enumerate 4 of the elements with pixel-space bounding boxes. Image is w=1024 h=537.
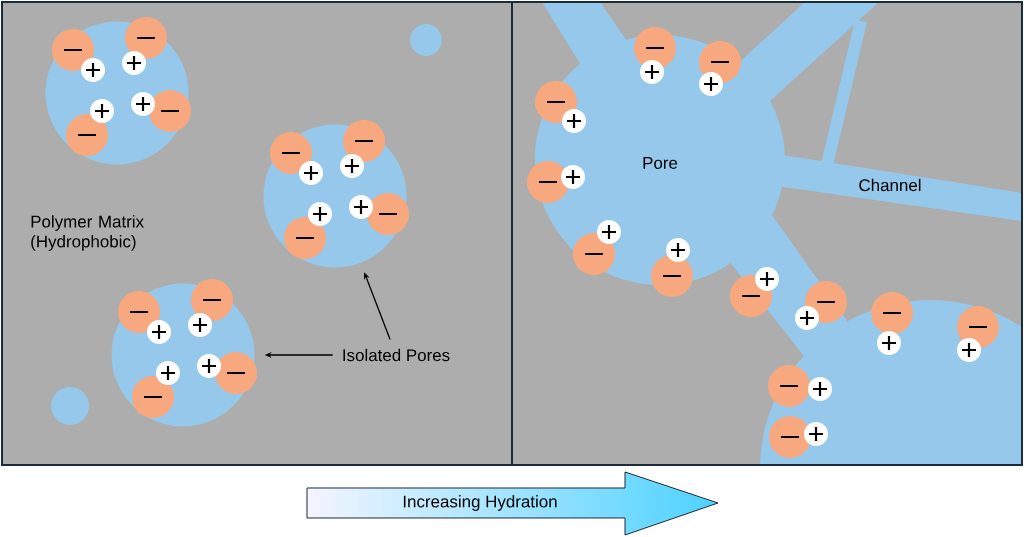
callout-text: Isolated Pores xyxy=(343,348,450,362)
region-label: Channel xyxy=(859,178,921,192)
region-label: Pore xyxy=(643,157,678,169)
region-label: Polymer Matrix (Hydrophobic) xyxy=(31,215,144,251)
